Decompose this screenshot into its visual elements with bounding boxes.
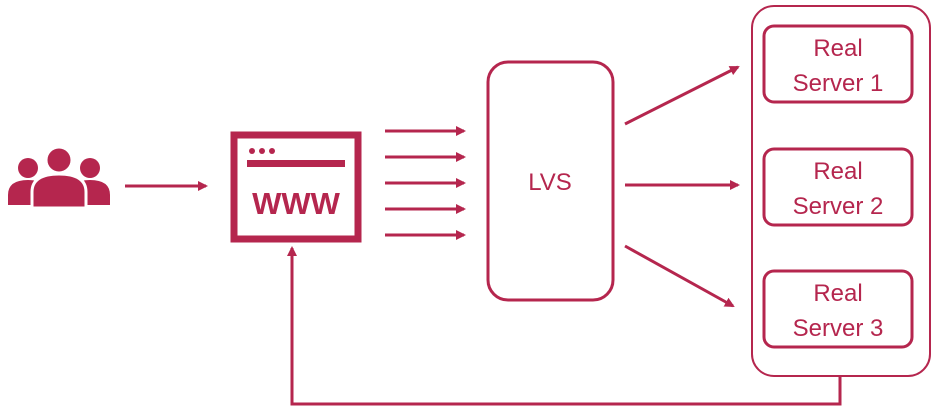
lvs-box [486,60,615,302]
distribution-arrows [624,65,740,308]
website-label: WWW [252,186,341,221]
server-1-line1: Real [813,35,862,62]
browser-window-icon: WWW [230,131,362,243]
server-3-line1: Real [813,280,862,307]
response-return-arrow [287,246,842,406]
request-arrows [385,126,466,240]
server-1-line2: Server 1 [793,70,884,97]
real-server-3: Real Server 3 [762,269,914,349]
real-server-2: Real Server 2 [762,147,914,227]
server-2-line1: Real [813,158,862,185]
server-3-line2: Server 3 [793,315,884,342]
lvs-label: LVS [528,169,572,196]
server-2-line2: Server 2 [793,193,884,220]
real-server-1: Real Server 1 [762,24,914,104]
users-group-icon [8,145,110,210]
